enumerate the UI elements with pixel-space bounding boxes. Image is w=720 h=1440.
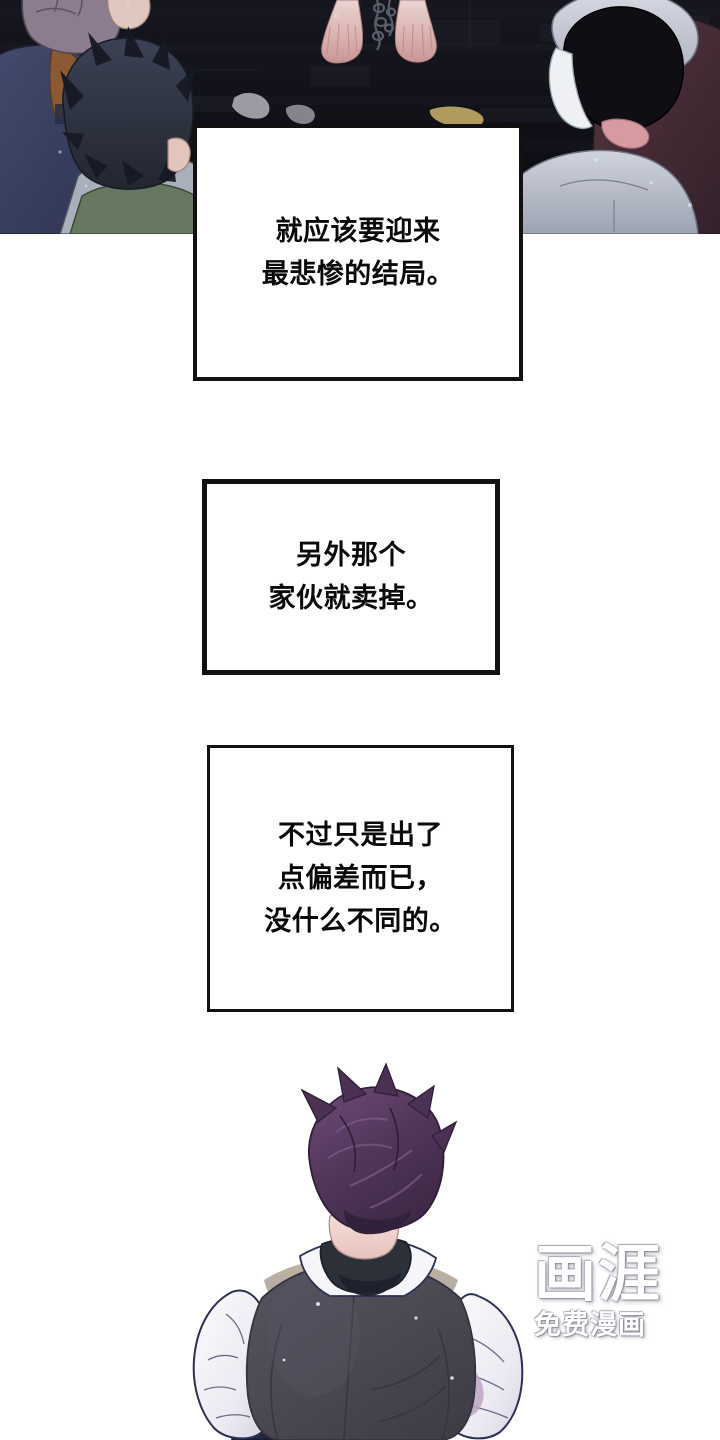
man-from-behind-illustration (0, 1060, 720, 1440)
narration-box-2-text: 另外那个 家伙就卖掉。 (269, 534, 434, 620)
narration-line: 点偏差而已， (278, 863, 443, 893)
narration-box-3: 不过只是出了 点偏差而已， 没什么不同的。 (207, 745, 514, 1012)
narration-box-1-text: 就应该要迎来 最悲惨的结局。 (262, 210, 455, 296)
narration-line: 最悲惨的结局。 (261, 258, 455, 289)
execution-scene-illustration (0, 0, 720, 234)
narration-line: 就应该要迎来 (275, 215, 441, 246)
crowd-figure-right (515, 0, 720, 234)
narration-box-1: 就应该要迎来 最悲惨的结局。 (193, 124, 523, 381)
top-artwork-panel (0, 0, 720, 234)
crowd-figure-spiky-hair (59, 26, 235, 234)
narration-box-2: 另外那个 家伙就卖掉。 (202, 479, 500, 675)
narration-box-3-text: 不过只是出了 点偏差而已， 没什么不同的。 (264, 814, 457, 943)
bare-feet-detail (321, 0, 437, 64)
narration-line: 不过只是出了 (278, 820, 443, 850)
narration-line: 家伙就卖掉。 (268, 583, 434, 613)
bottom-artwork-panel (0, 1060, 720, 1440)
narration-line: 没什么不同的。 (264, 906, 457, 936)
narration-line: 另外那个 (296, 540, 406, 570)
